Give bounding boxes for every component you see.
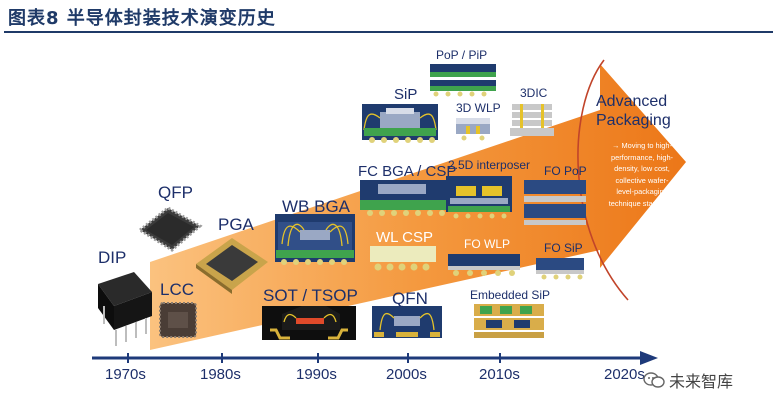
wl-csp-diagram — [370, 246, 436, 271]
dic-3-diagram — [510, 104, 554, 136]
label-fo-sip: FO SiP — [544, 241, 583, 255]
label-fo-wlp: FO WLP — [464, 237, 511, 251]
label-qfn: QFN — [392, 289, 428, 308]
label-wb-bga: WB BGA — [282, 197, 351, 216]
wb-bga-diagram — [275, 214, 355, 265]
label-pop-pip: PoP / PiP — [436, 48, 488, 62]
advanced-title-line1: Advanced — [596, 93, 668, 110]
advanced-note-line4: collective wafer- — [615, 175, 669, 185]
label-sot-tsop: SOT / TSOP — [263, 286, 358, 305]
year-2000s: 2000s — [386, 366, 427, 383]
label-sip: SiP — [394, 86, 418, 103]
label-wlp-3d: 3D WLP — [456, 101, 501, 115]
fc-bga-csp-diagram — [360, 180, 446, 216]
year-2020s: 2020s — [604, 366, 645, 383]
interposer-25d-diagram — [446, 176, 512, 219]
qfn-diagram — [372, 306, 442, 338]
year-1990s: 1990s — [296, 366, 337, 383]
label-fo-pop: FO PoP — [544, 164, 587, 178]
label-wl-csp: WL CSP — [376, 229, 433, 246]
fo-pop-diagram — [524, 180, 586, 225]
fo-wlp-diagram — [448, 254, 520, 276]
wechat-icon — [643, 372, 665, 388]
advanced-note-line3: density, low cost, — [614, 164, 670, 174]
lcc-chip-icon — [159, 302, 197, 338]
embedded-sip-diagram — [474, 304, 544, 338]
label-embedded-sip: Embedded SiP — [470, 288, 551, 302]
pga-chip-icon — [196, 238, 268, 294]
dip-chip-icon — [98, 272, 152, 346]
label-dic-3: 3DIC — [520, 86, 548, 100]
qfp-chip-icon — [137, 206, 203, 252]
label-fc-bga-csp: FC BGA / CSP — [358, 163, 457, 180]
wlp-3d-diagram — [456, 118, 490, 141]
advanced-note-line6: technique standards — [608, 198, 676, 208]
label-qfp: QFP — [158, 183, 193, 202]
advanced-note-line2: performance, high- — [610, 152, 674, 162]
advanced-arc — [577, 59, 629, 301]
advanced-note-line1: → Moving to high- — [612, 141, 672, 150]
figure-title: 图表8 半导体封装技术演变历史 — [8, 8, 276, 29]
advanced-note-line5: level-packaging — [616, 187, 668, 197]
year-1970s: 1970s — [105, 366, 146, 383]
year-1980s: 1980s — [200, 366, 241, 383]
sip-diagram — [362, 104, 438, 143]
advanced-packaging-title: Advanced Packaging — [596, 92, 671, 130]
fo-sip-diagram — [536, 258, 584, 280]
label-pga: PGA — [218, 215, 254, 234]
timeline-arrowhead — [640, 351, 658, 365]
year-2010s: 2010s — [479, 366, 520, 383]
advanced-title-line2: Packaging — [596, 112, 671, 129]
watermark: 未来智库 — [643, 368, 733, 392]
label-interposer-25d: 2.5D interposer — [448, 158, 531, 172]
watermark-text: 未来智库 — [669, 372, 734, 391]
pop-pip-diagram — [430, 64, 496, 97]
advanced-packaging-note: → Moving to high- performance, high- den… — [603, 140, 681, 210]
title-rule — [4, 31, 773, 33]
label-lcc: LCC — [160, 280, 195, 299]
label-dip: DIP — [98, 248, 127, 267]
sot-tsop-diagram — [262, 306, 356, 340]
